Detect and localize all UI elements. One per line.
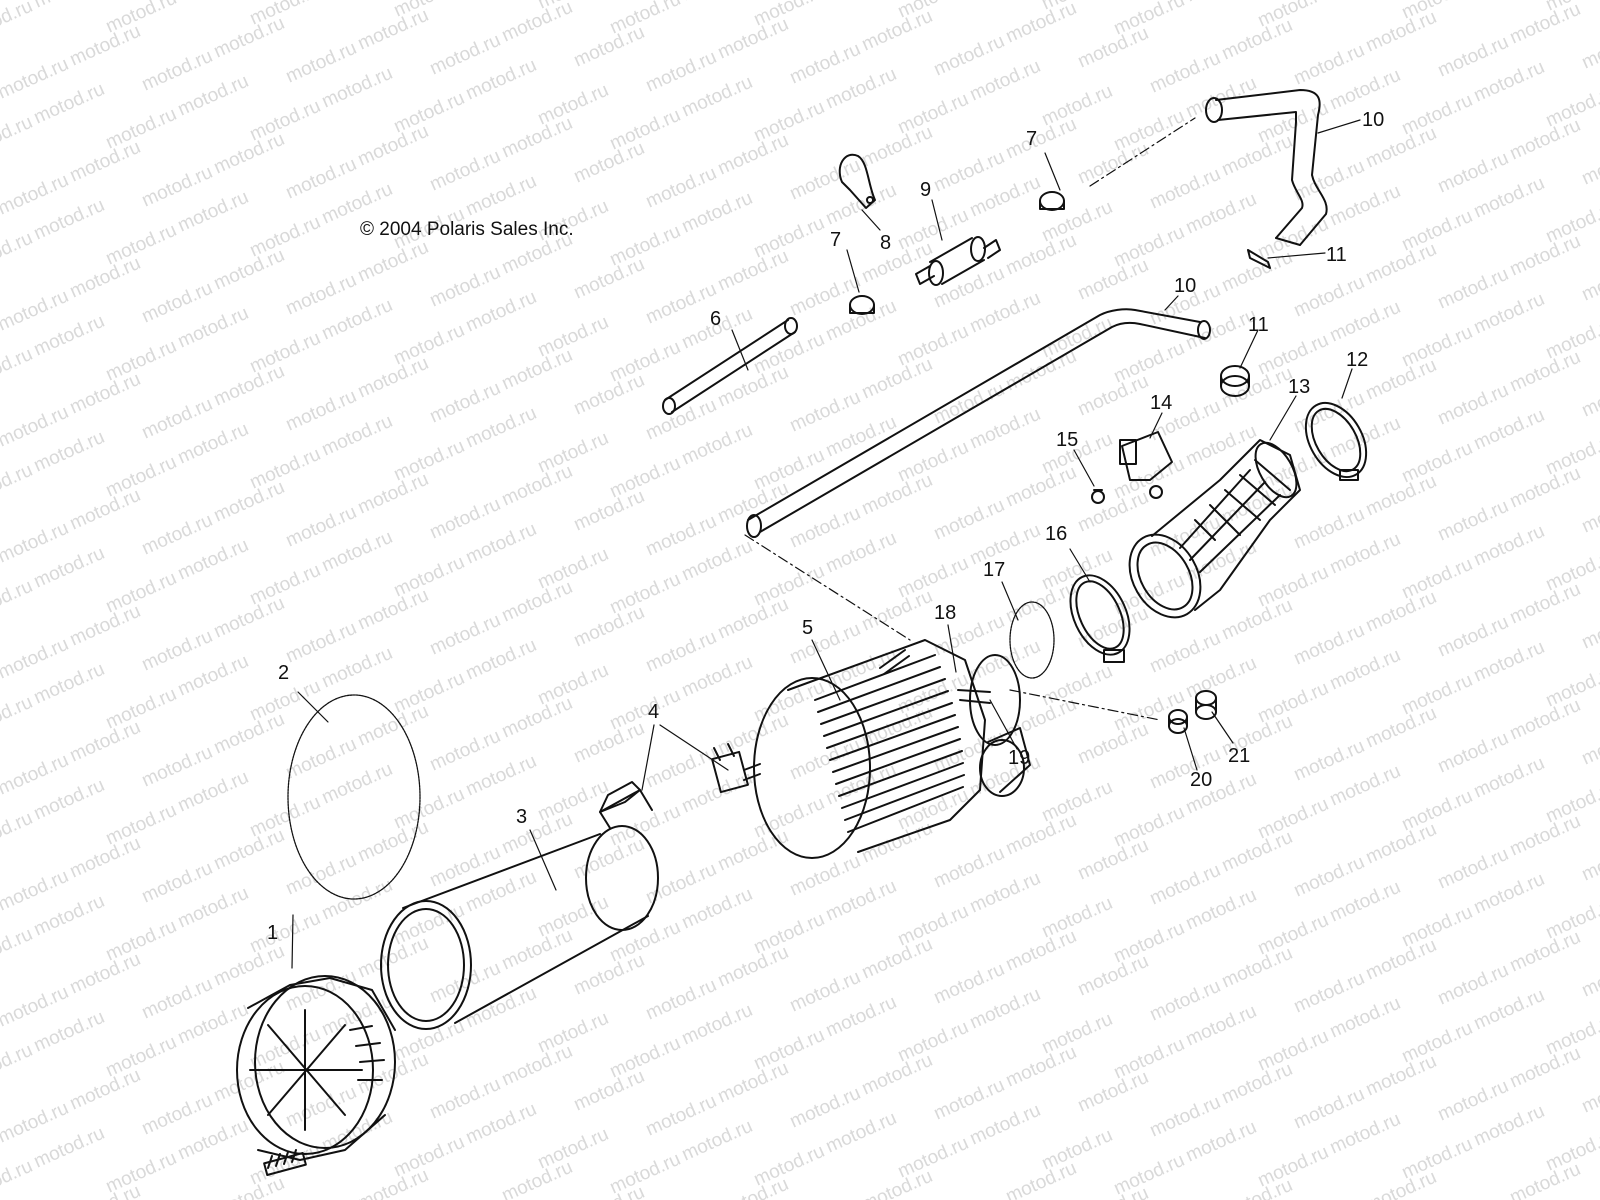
callout-2: 2 [278, 662, 289, 684]
callout-15: 15 [1056, 429, 1078, 451]
callout-20: 20 [1190, 769, 1212, 791]
callout-4: 4 [648, 701, 659, 723]
callout-10-lower: 10 [1174, 275, 1196, 297]
callout-13: 13 [1288, 376, 1310, 398]
part-15-screw [1091, 489, 1105, 504]
part-5-housing [753, 639, 1031, 859]
part-10-long-hose [746, 308, 1211, 538]
callout-11-upper: 11 [1326, 244, 1347, 266]
callout-10-upper: 10 [1362, 109, 1384, 131]
callout-5: 5 [802, 617, 813, 639]
part-10-upper-hose [1205, 89, 1328, 246]
callout-12: 12 [1346, 349, 1368, 371]
part-20-plug [1168, 709, 1188, 734]
part-18-fitting [879, 649, 910, 675]
part-7-clamp-lower [849, 295, 875, 315]
part-9-inline-filter [915, 236, 1001, 286]
callout-1: 1 [267, 922, 278, 944]
part-1-end-cover [236, 975, 396, 1176]
callout-labels: 1 2 3 4 5 6 7 7 8 9 10 10 11 11 12 13 14… [267, 109, 1384, 944]
callout-16: 16 [1045, 523, 1067, 545]
part-4-valve [711, 743, 761, 794]
part-11-clip [1247, 249, 1271, 269]
part-11-sleeve [1220, 365, 1250, 397]
part-7-clamp-upper [1039, 191, 1065, 211]
leader-lines [291, 119, 1361, 969]
callout-9: 9 [920, 179, 931, 201]
callout-19: 19 [1008, 747, 1030, 769]
part-8-bracket [838, 153, 876, 209]
part-13-intake-boot [1128, 439, 1301, 619]
part-16-clamp [1069, 574, 1131, 663]
assembly-lines [744, 117, 1196, 721]
part-17-gasket [1009, 601, 1055, 679]
part-21-plug [1195, 690, 1217, 720]
callout-11-lower: 11 [1248, 314, 1269, 336]
part-3-filter-element [380, 781, 659, 1030]
callout-8: 8 [880, 232, 891, 254]
part-12-clamp [1304, 402, 1368, 481]
callout-3: 3 [516, 806, 527, 828]
callout-7-upper: 7 [1026, 128, 1037, 150]
callout-7-lower: 7 [830, 229, 841, 251]
callout-17: 17 [983, 559, 1005, 581]
part-2-gasket [287, 694, 421, 900]
part-14-sensor [1119, 431, 1173, 499]
callout-14: 14 [1150, 392, 1172, 414]
part-19-fitting [957, 689, 991, 704]
callout-18: 18 [934, 602, 956, 624]
copyright-notice: © 2004 Polaris Sales Inc. [360, 219, 574, 240]
part-6-short-hose [662, 317, 798, 415]
callout-21: 21 [1228, 745, 1250, 767]
callout-6: 6 [710, 308, 721, 330]
